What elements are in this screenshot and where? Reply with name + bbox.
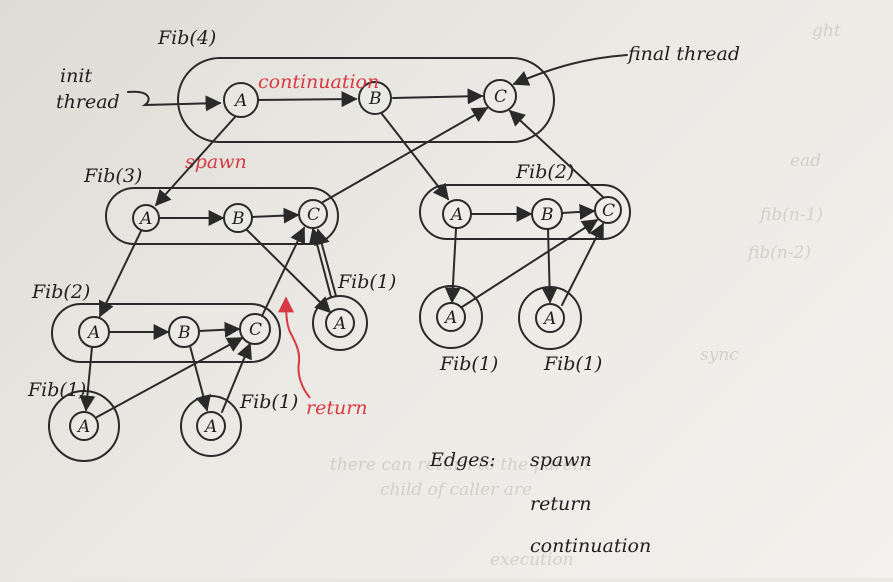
svg-text:execution: execution [490, 550, 574, 570]
background-faint-text: ght ead fib(n-1) fib(n-2) sync there can… [330, 21, 841, 570]
fib1-left-bottom-node-a [69, 411, 99, 441]
fib2-right-c-return-fib4-c [508, 109, 604, 198]
fib1-mid-label: Fib(1) [337, 271, 396, 293]
fib2-right-b-to-c [561, 203, 596, 220]
fib2-left-node-b-label: B [177, 323, 191, 343]
legend-return: return [530, 493, 592, 515]
fib2-right-node-b-label: B [540, 205, 554, 225]
fib1-right-left-node-a-label: A [443, 308, 457, 328]
fib2-left-b-spawn-fib1-mid [189, 345, 212, 412]
fib4-a-to-b [257, 91, 358, 108]
fib1-mid-node-a [325, 308, 355, 338]
init-label-line2: thread [56, 91, 120, 113]
fib3-label: Fib(3) [83, 165, 142, 187]
fib1-left-bottom-node-a-label: A [76, 417, 90, 437]
fib1-right-right-node-a [535, 303, 565, 333]
fib1-mid-left-return-fib2-left-c [221, 342, 252, 413]
fib2-right-label: Fib(2) [515, 161, 574, 183]
svg-text:ead: ead [790, 151, 821, 171]
fib2-right-node-a-label: A [449, 205, 463, 225]
fib2-left-node-c-label: C [249, 320, 262, 340]
fib1-right-right-return-fib2-right-c [561, 222, 604, 306]
fib2-right-b-spawn-fib1-right [541, 228, 558, 304]
svg-text:ght: ght [812, 21, 841, 41]
fib3-b-to-c [251, 207, 300, 224]
fib1-right-left-label: Fib(1) [439, 353, 498, 375]
svg-text:sync: sync [700, 345, 739, 365]
fib1-right-left-outer [419, 285, 483, 349]
fib1-left-mid-label: Fib(1) [239, 391, 298, 413]
legend-continuation: continuation [530, 535, 651, 557]
legend-spawn: spawn [530, 449, 592, 471]
fib1-left-mid-node-a-label: A [203, 417, 217, 437]
fib4-b-to-c [392, 88, 484, 105]
fib3-c-return-fib4-c [322, 107, 489, 203]
fib4-node-b-label: B [368, 89, 382, 109]
edges [79, 54, 628, 418]
fib1-mid-return-fib3-c-2 [308, 227, 332, 298]
init-label-line1: init [60, 65, 92, 87]
fib4-node-b [358, 81, 392, 115]
fib2-left-node-a-label: A [86, 323, 100, 343]
fib1-left-bottom-outer [48, 390, 120, 462]
fib4-label: Fib(4) [157, 27, 216, 49]
svg-text:there can return to the parent: there can return to the parent [330, 455, 591, 475]
fib1-left-bottom-label: Fib(1) [27, 379, 86, 401]
fib4-frame [177, 57, 555, 143]
fib3-node-a-label: A [138, 209, 152, 229]
fib1-mid-return-fib3-c [314, 228, 337, 297]
fib1-mid-outer [312, 295, 368, 351]
init-thread-arrow [127, 90, 222, 112]
final-thread-label: final thread [626, 43, 740, 65]
final-thread-arrow [512, 54, 628, 86]
continuation-label: continuation [258, 71, 379, 93]
fib1-left-mid-node-a [196, 411, 226, 441]
return-label: return [306, 397, 368, 419]
svg-text:fib(n-2): fib(n-2) [746, 243, 811, 263]
fib2-left-c-return-fib3-c [261, 226, 306, 317]
fib3-b-spawn-fib1-mid [246, 229, 332, 314]
fib4-node-c [483, 79, 517, 113]
fib3-node-c-label: C [307, 205, 320, 225]
fib4-node-a-label: A [233, 91, 247, 111]
fib3-a-spawn-fib2-left-a [99, 230, 142, 318]
fib1-mid-node-a-label: A [332, 314, 346, 334]
fib1-right-right-node-a-label: A [542, 309, 556, 329]
fib2-left-a-spawn-fib1-bottom [79, 346, 96, 412]
fib2-right-a-spawn-fib1-left [444, 228, 461, 304]
svg-text:child of caller are: child of caller are [380, 480, 532, 500]
fib2-left-label: Fib(2) [31, 281, 90, 303]
fib2-left-b-to-c [198, 321, 241, 338]
fib1-right-left-return-fib2-right-c [461, 219, 599, 308]
legend-title: Edges: [429, 449, 496, 471]
svg-text:fib(n-1): fib(n-1) [758, 205, 823, 225]
fib1-bottom-return-fib2-left-c [96, 337, 244, 418]
fib4-a-spawn-fib3-a [154, 116, 236, 207]
fib3-node-b-label: B [231, 209, 245, 229]
fib2-right-node-c-label: C [602, 201, 615, 221]
fib4-b-spawn-fib2-right-a [381, 113, 449, 201]
fib4-node-c-label: C [494, 87, 507, 107]
fib1-right-right-label: Fib(1) [543, 353, 602, 375]
return-red-arrow [278, 296, 311, 399]
